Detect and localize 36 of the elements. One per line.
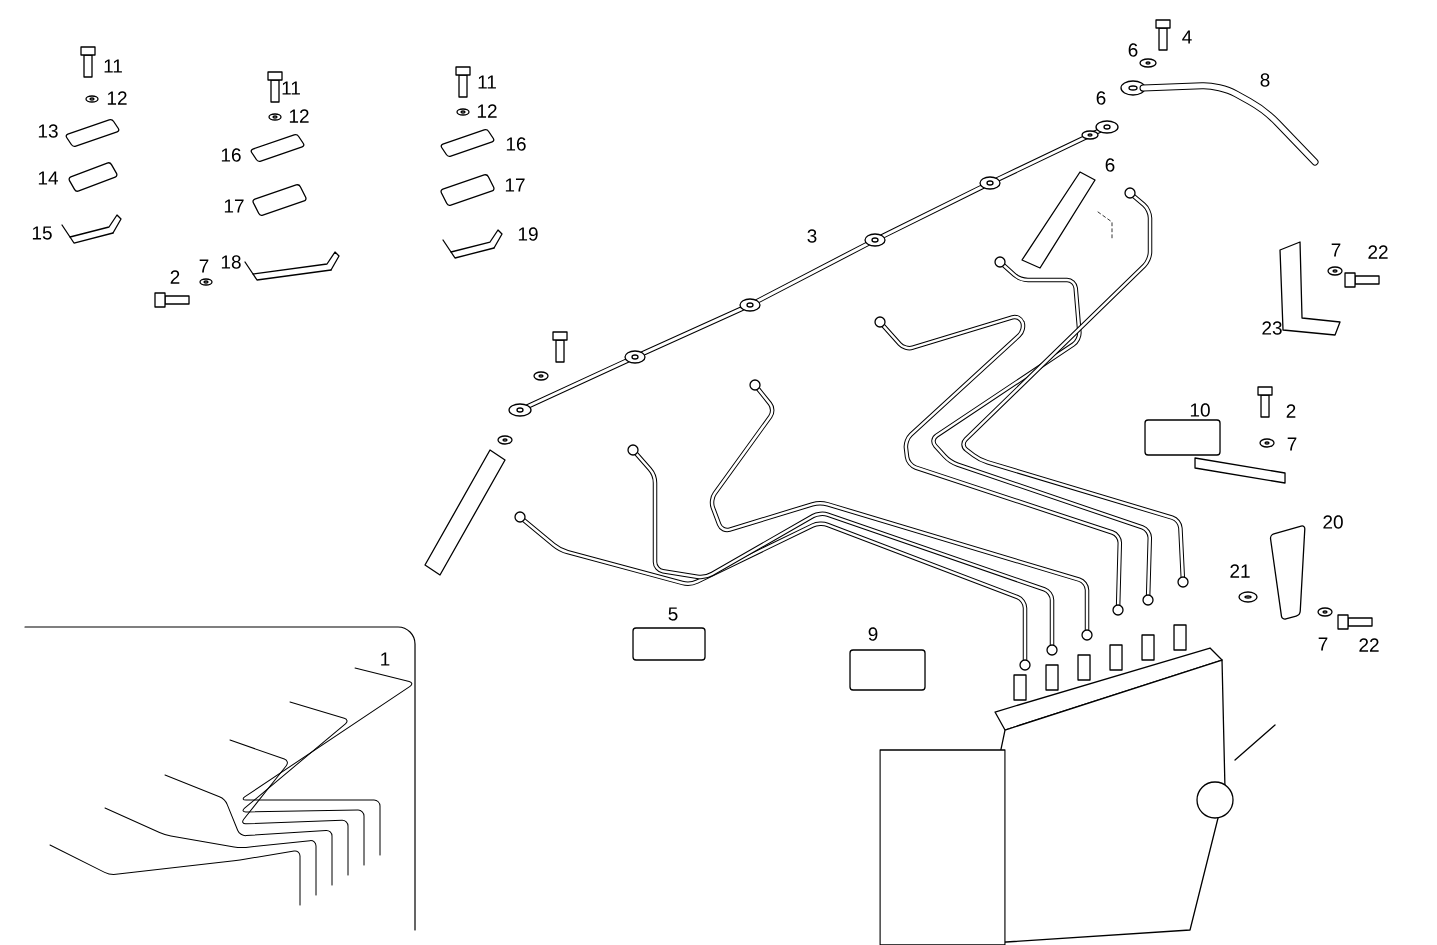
callout-number: 13 [38,124,58,138]
callout-number: 19 [518,227,538,241]
callout-number: 23 [1262,321,1282,335]
callout-number: 12 [477,104,497,118]
callout-number: 21 [1230,564,1250,578]
callout-number: 6 [1105,158,1115,172]
callout-number: 17 [224,199,244,213]
callout-number: 22 [1359,638,1379,652]
callout-number: 3 [807,229,817,243]
callout-number: 12 [289,109,309,123]
callout-number: 20 [1323,515,1343,529]
callout-number: 16 [221,148,241,162]
callout-number: 1 [381,652,390,666]
callout-number: 15 [32,226,52,240]
callout-number: 11 [478,75,496,89]
callout-number: 14 [38,171,58,185]
callout-number: 2 [170,270,180,284]
callout-number: 6 [1096,91,1106,105]
callout-number: 5 [668,607,678,621]
callout-number: 2 [1286,404,1296,418]
callout-number: 6 [1128,43,1138,57]
callout-number: 4 [1182,30,1192,44]
callout-number: 7 [1331,243,1341,257]
callout-number: 18 [221,255,241,269]
callout-number: 17 [505,178,525,192]
callout-number: 9 [868,627,878,641]
callout-number: 7 [1318,637,1328,651]
callout-number: 22 [1368,245,1388,259]
callout-number: 11 [282,81,300,95]
callout-number: 7 [1287,437,1297,451]
callout-number: 10 [1190,403,1210,417]
callout-number: 12 [107,91,127,105]
callout-number: 11 [104,59,122,73]
callout-number: 8 [1260,73,1270,87]
callout-number: 7 [199,259,209,273]
callout-number: 16 [506,137,526,151]
